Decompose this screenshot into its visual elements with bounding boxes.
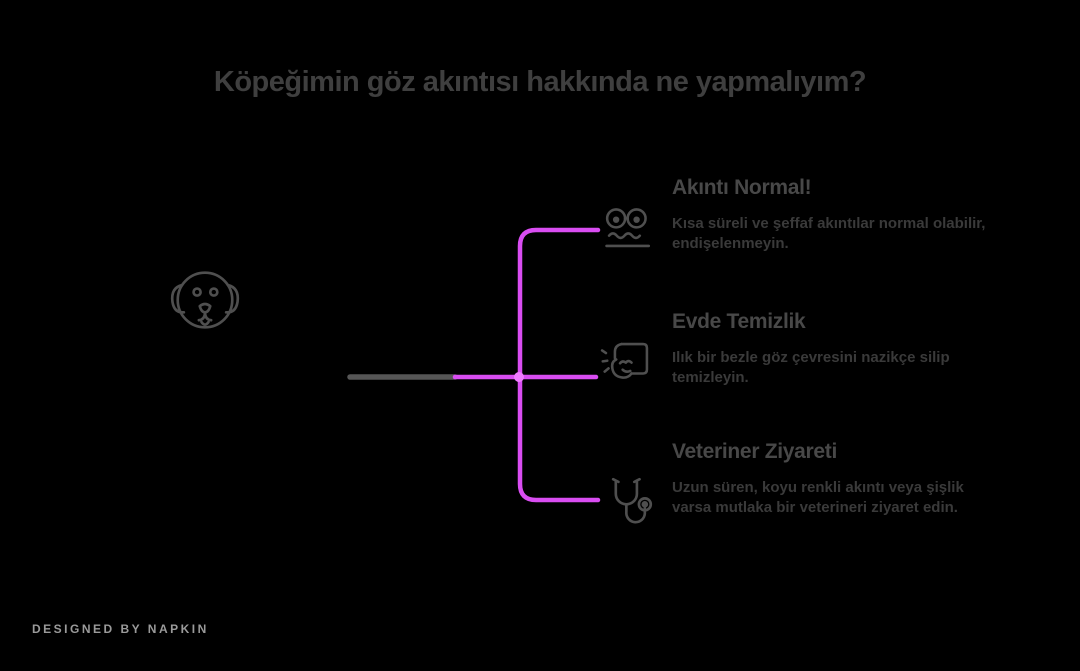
branch-cleaning-body: Ilık bir bezle göz çevresini nazikçe sil… <box>672 349 950 386</box>
watermark: Designed by Napkin <box>32 622 209 636</box>
bottom-connector <box>517 377 601 503</box>
branch-connectors <box>452 227 601 503</box>
dog-face-icon <box>170 271 240 329</box>
stethoscope-icon <box>611 477 653 524</box>
branch-monitor: Akıntı Normal! Kısa süreli ve şeffaf akı… <box>672 176 994 254</box>
top-connector <box>517 227 601 377</box>
junction-dot <box>514 372 524 382</box>
branch-vet-heading: Veteriner Ziyareti <box>672 440 838 463</box>
branch-monitor-body: Kısa süreli ve şeffaf akıntılar normal o… <box>672 215 986 252</box>
eyes-monitoring-icon <box>605 208 651 248</box>
cleaning-hand-icon <box>600 342 649 379</box>
branch-vet: Veteriner Ziyareti Uzun süren, koyu renk… <box>672 440 994 518</box>
branch-cleaning: Evde Temizlik Ilık bir bezle göz çevresi… <box>672 310 994 388</box>
branch-monitor-heading: Akıntı Normal! <box>672 176 812 199</box>
branch-cleaning-heading: Evde Temizlik <box>672 310 806 333</box>
branch-vet-body: Uzun süren, koyu renkli akıntı veya şişl… <box>672 479 964 516</box>
diagram-title: Köpeğimin göz akıntısı hakkında ne yapma… <box>213 66 867 98</box>
